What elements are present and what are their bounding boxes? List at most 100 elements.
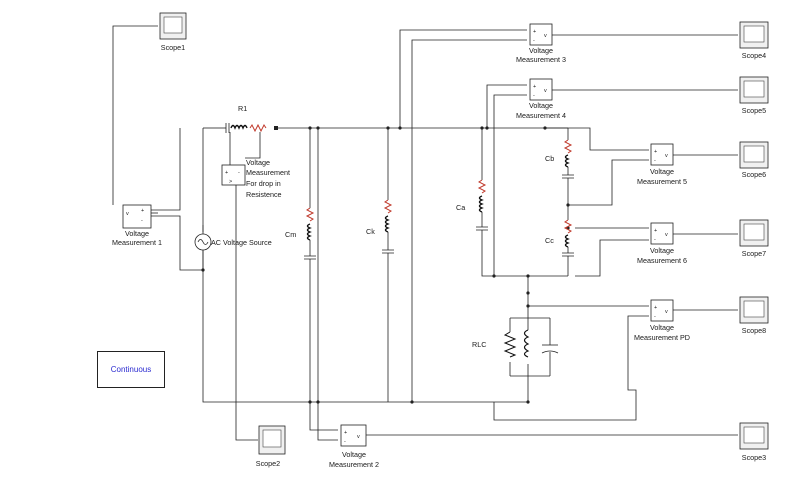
voltage-measurement-3[interactable]: + - v Voltage Measurement 3 <box>516 23 566 64</box>
junction-dot <box>485 126 489 130</box>
junction-dot <box>316 400 320 404</box>
svg-text:v: v <box>544 33 547 39</box>
scope-8[interactable]: Scope8 <box>739 296 769 335</box>
svg-text:-: - <box>654 237 656 243</box>
vmdrop-label-line4: Resistence <box>246 190 282 199</box>
powergui-label: Continuous <box>110 365 152 374</box>
cb-label: Cb <box>545 154 554 163</box>
vmdrop-label-line1: Voltage <box>246 158 270 167</box>
vm6-label-line1: Voltage <box>650 246 674 255</box>
svg-text:+: + <box>654 228 657 234</box>
cc-label: Cc <box>545 236 554 245</box>
vmdrop-label-line3: For drop in <box>246 179 281 188</box>
vmdrop-label-line2: Measurement <box>246 168 290 177</box>
scope4-label: Scope4 <box>742 51 766 60</box>
ac-source-label: AC Voltage Source <box>211 238 272 247</box>
voltage-measurement-4[interactable]: + - v Voltage Measurement 4 <box>516 78 566 120</box>
svg-text:+: + <box>141 208 144 214</box>
scope-2[interactable]: Scope2 <box>256 425 286 468</box>
vm3-label-line1: Voltage <box>529 46 553 55</box>
svg-text:-: - <box>533 93 535 99</box>
svg-text:+: + <box>654 149 657 155</box>
powergui-continuous-block[interactable]: Continuous <box>97 351 165 388</box>
junction-dot <box>480 126 484 130</box>
vm1-label-line1: Voltage <box>125 229 149 238</box>
junction-dot <box>386 126 390 130</box>
cm-label: Cm <box>285 230 296 239</box>
scope8-label: Scope8 <box>742 326 766 335</box>
vm6-label-line2: Measurement 6 <box>637 256 687 265</box>
voltage-measurement-5[interactable]: + - v Voltage Measurement 5 <box>637 143 687 186</box>
scope-6[interactable]: Scope6 <box>739 141 769 179</box>
svg-text:+: + <box>533 29 536 35</box>
svg-text:+: + <box>654 305 657 311</box>
svg-text:v: v <box>665 309 668 315</box>
scope-4[interactable]: Scope4 <box>739 21 769 60</box>
junction-dot <box>566 203 570 207</box>
junction-dot <box>316 126 320 130</box>
cc-branch[interactable]: Cc <box>545 219 574 262</box>
svg-text:+: + <box>225 170 228 176</box>
vmpd-label-line2: Measurement PD <box>634 333 690 342</box>
junction-dot <box>543 126 547 130</box>
scope-3[interactable]: Scope3 <box>739 422 769 462</box>
junction-dot <box>308 400 312 404</box>
svg-text:>: > <box>229 179 232 185</box>
junction-dot <box>308 126 312 130</box>
vm5-label-line2: Measurement 5 <box>637 177 687 186</box>
ac-voltage-source[interactable]: AC Voltage Source <box>194 233 272 270</box>
svg-text:-: - <box>533 38 535 44</box>
junction-dot <box>526 274 530 278</box>
cm-branch[interactable]: Cm <box>285 207 316 268</box>
voltage-measurement-6[interactable]: + - v Voltage Measurement 6 <box>637 222 687 265</box>
svg-text:v: v <box>665 153 668 159</box>
vm4-label-line2: Measurement 4 <box>516 111 566 120</box>
vm4-label-line1: Voltage <box>529 101 553 110</box>
cb-branch[interactable]: Cb <box>545 139 574 190</box>
junction-dot <box>410 400 414 404</box>
svg-text:-: - <box>654 158 656 164</box>
svg-text:v: v <box>544 88 547 94</box>
scope6-label: Scope6 <box>742 170 766 179</box>
svg-text:v: v <box>357 434 360 440</box>
scope-1[interactable]: Scope1 <box>159 12 187 52</box>
wires <box>112 25 738 441</box>
junction-dot <box>526 400 530 404</box>
ck-branch[interactable]: Ck <box>366 199 394 262</box>
vmpd-label-line1: Voltage <box>650 323 674 332</box>
vm1-label-line2: Measurement 1 <box>112 238 162 247</box>
junction-dot <box>398 126 402 130</box>
svg-text:-: - <box>141 218 143 224</box>
junction-dot <box>526 291 530 295</box>
voltage-measurement-1[interactable]: v + - Voltage Measurement 1 <box>112 204 162 247</box>
scope-7[interactable]: Scope7 <box>739 219 769 258</box>
scope2-label: Scope2 <box>256 459 280 468</box>
svg-text:v: v <box>126 211 129 217</box>
svg-text:-: - <box>654 314 656 320</box>
svg-text:-: - <box>238 170 240 176</box>
voltage-measurement-drop[interactable]: + - > Voltage Measurement For drop in Re… <box>221 158 290 199</box>
junction-dot <box>492 274 496 278</box>
rlc-parallel[interactable]: RLC <box>472 306 559 380</box>
r1-block[interactable]: R1 <box>218 104 278 133</box>
scope7-label: Scope7 <box>742 249 766 258</box>
scope1-label: Scope1 <box>161 43 185 52</box>
svg-text:+: + <box>344 430 347 436</box>
scope5-label: Scope5 <box>742 106 766 115</box>
vm2-label-line1: Voltage <box>342 450 366 459</box>
scope-5[interactable]: Scope5 <box>739 76 769 115</box>
vm3-label-line2: Measurement 3 <box>516 55 566 64</box>
vm2-label-line2: Measurement 2 <box>329 460 379 469</box>
svg-text:+: + <box>533 84 536 90</box>
r1-label: R1 <box>238 104 247 113</box>
ck-label: Ck <box>366 227 375 236</box>
svg-text:v: v <box>665 232 668 238</box>
ca-branch[interactable]: Ca <box>456 179 488 240</box>
vm5-label-line1: Voltage <box>650 167 674 176</box>
voltage-measurement-2[interactable]: + - v Voltage Measurement 2 <box>329 424 379 469</box>
voltage-measurement-pd[interactable]: + - v Voltage Measurement PD <box>634 299 690 342</box>
scope3-label: Scope3 <box>742 453 766 462</box>
rlc-label: RLC <box>472 340 486 349</box>
